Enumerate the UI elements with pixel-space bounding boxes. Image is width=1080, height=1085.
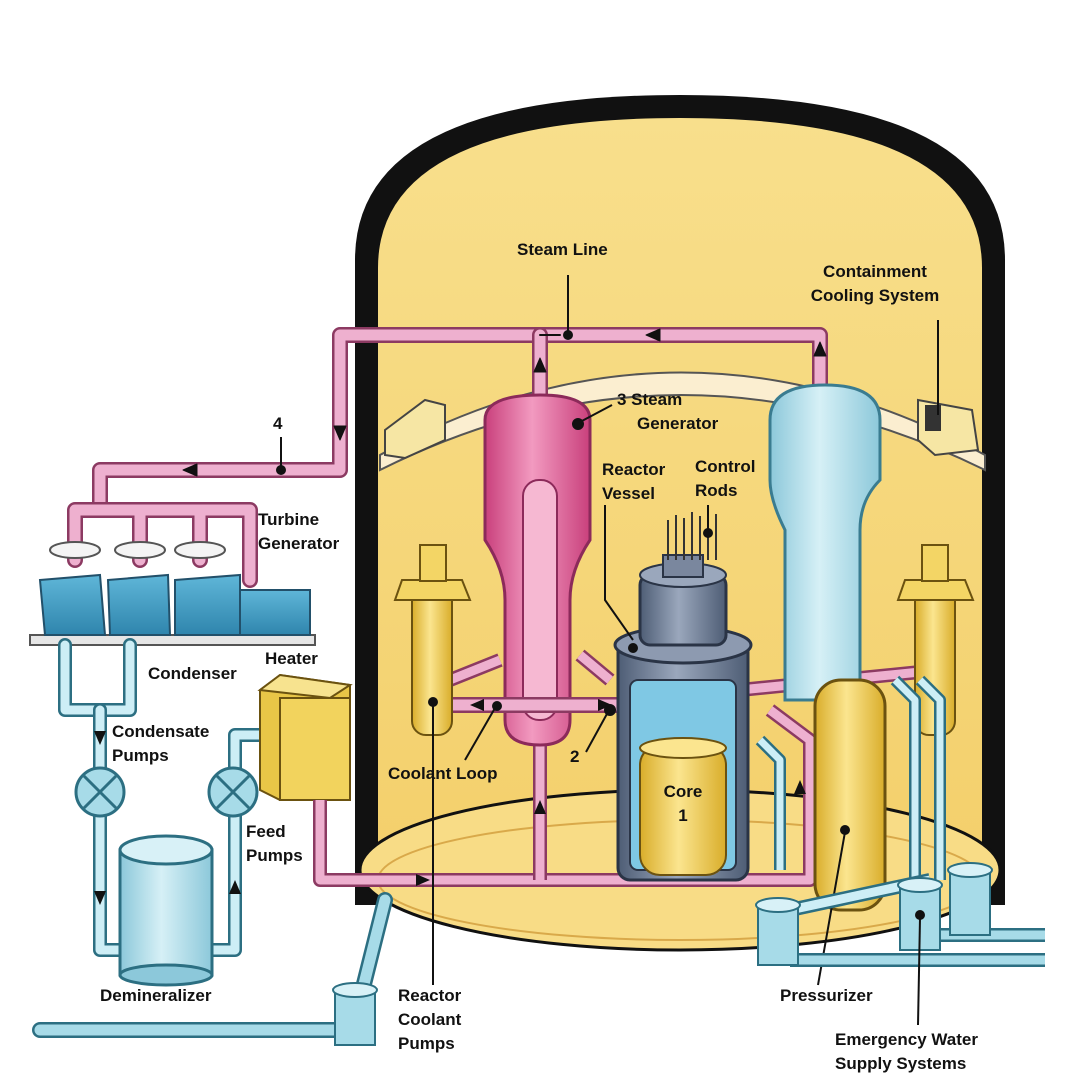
label-reactor-vessel: Reactor Vessel [602,458,665,506]
feedwater-return-pipe [313,704,817,887]
label-steam-generator: 3 Steam Generator [617,388,718,436]
label-feed-pumps-line2: Pumps [246,846,303,865]
feed-pump [207,766,259,818]
label-reactor-coolant-pumps: Reactor Coolant Pumps [398,984,461,1056]
label-condenser: Condenser [148,664,237,683]
label-number-4: 4 [273,414,283,433]
turbine-generator [29,541,316,646]
bottom-left-pump [332,982,378,1046]
label-containment-cooling-line2: Cooling System [810,286,940,305]
label-steam-line: Steam Line [517,240,608,259]
cooling-tower-vessel [768,383,882,702]
leader-lines [464,320,939,761]
demineralizer-tank [118,834,214,987]
coolant-loop-pipes [440,649,941,713]
label-number-2: 2 [570,747,580,766]
label-reactor-vessel-line1: Reactor [602,460,666,479]
control-rods [667,512,717,560]
label-emergency-water: Emergency Water Supply Systems [835,1028,978,1076]
label-core-line2: 1 [678,806,688,825]
label-emergency-water-line1: Emergency Water [835,1030,978,1049]
label-emergency-water-line2: Supply Systems [835,1054,967,1073]
label-steam-generator-line1: 3 Steam [617,390,683,409]
reactor-vessel [613,512,753,882]
label-core-line1: Core [663,782,703,801]
label-reactor-coolant-pumps-line1: Reactor [398,986,462,1005]
steam-generator [483,393,592,747]
label-turbine-generator: Turbine Generator [258,508,339,556]
label-turbine-generator-line1: Turbine [258,510,320,529]
label-feed-pumps: Feed Pumps [246,820,303,868]
emergency-pumps [755,862,993,1026]
label-control-rods-line1: Control [695,457,756,476]
label-reactor-vessel-line2: Vessel [602,484,655,503]
label-feed-pumps-line1: Feed [246,822,286,841]
label-condensate-pumps: Condensate Pumps [112,720,209,768]
label-reactor-coolant-pumps-line3: Pumps [398,1034,455,1053]
label-heater: Heater [265,649,318,668]
condensate-pump [74,766,126,818]
label-demineralizer: Demineralizer [100,986,212,1005]
label-steam-generator-line2: Generator [637,414,719,433]
reactor-coolant-pump-left [393,544,472,985]
label-control-rods-line2: Rods [695,481,738,500]
reactor-vessel-marker [628,643,638,653]
label-turbine-generator-line2: Generator [258,534,340,553]
label-containment-cooling: Containment Cooling System [800,260,950,308]
label-condensate-pumps-line2: Pumps [112,746,169,765]
label-coolant-loop: Coolant Loop [388,764,498,783]
label-pressurizer: Pressurizer [780,986,873,1005]
label-reactor-coolant-pumps-line2: Coolant [398,1010,462,1029]
steam-line-marker [276,275,573,475]
label-containment-cooling-line1: Containment [823,262,927,281]
label-core: Core 1 [650,780,716,828]
label-control-rods: Control Rods [695,455,755,503]
label-condensate-pumps-line1: Condensate [112,722,210,741]
heater-box [257,673,353,801]
